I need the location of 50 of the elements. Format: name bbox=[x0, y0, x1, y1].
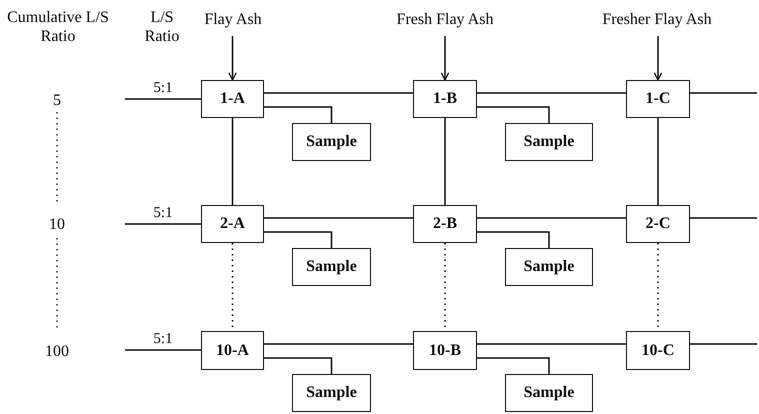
arrow bbox=[654, 36, 662, 81]
connector-line bbox=[477, 343, 626, 345]
connector-line bbox=[264, 106, 332, 123]
sample-box: Sample bbox=[505, 123, 593, 161]
sample-box: Sample bbox=[292, 123, 371, 161]
edge-label: 5:1 bbox=[153, 332, 173, 347]
input-label: Fresher Flay Ash bbox=[596, 8, 718, 32]
connector-line bbox=[477, 357, 550, 374]
connector-line bbox=[232, 118, 234, 205]
connector-line bbox=[477, 106, 550, 123]
connector-line bbox=[690, 92, 757, 94]
process-box: 10-A bbox=[201, 331, 264, 370]
connector-line bbox=[477, 217, 626, 219]
edge-label: 5:1 bbox=[153, 81, 173, 96]
sample-box: Sample bbox=[505, 248, 593, 286]
connector-line bbox=[264, 357, 332, 374]
sample-box: Sample bbox=[292, 248, 371, 286]
connector-line bbox=[125, 223, 201, 225]
connector-line bbox=[264, 92, 413, 94]
process-box: 10-B bbox=[413, 331, 477, 370]
process-box: 2-B bbox=[413, 205, 477, 243]
connector-line bbox=[444, 118, 446, 205]
ratio-value: 100 bbox=[44, 342, 70, 361]
arrow bbox=[440, 36, 450, 81]
connector-line bbox=[690, 217, 757, 219]
connector-line bbox=[657, 118, 659, 205]
process-box: 1-B bbox=[413, 80, 477, 118]
axis-heading: Cumulative L/S Ratio bbox=[6, 8, 110, 46]
sample-box: Sample bbox=[505, 374, 593, 412]
process-box: 2-A bbox=[201, 205, 264, 243]
process-box: 1-C bbox=[626, 80, 690, 118]
process-box: 1-A bbox=[201, 80, 264, 118]
ratio-value: 5 bbox=[52, 91, 62, 110]
connector-line bbox=[264, 217, 413, 219]
sample-box: Sample bbox=[292, 374, 371, 412]
ratio-value: 10 bbox=[48, 215, 66, 234]
connector-line bbox=[125, 349, 201, 351]
connector-line bbox=[125, 98, 201, 100]
input-label: Flay Ash bbox=[195, 8, 271, 32]
connector-line bbox=[264, 231, 332, 248]
input-label: Fresh Flay Ash bbox=[397, 8, 493, 32]
process-box: 2-C bbox=[626, 205, 690, 243]
axis-heading: L/S Ratio bbox=[144, 8, 180, 46]
connector-line bbox=[477, 92, 626, 94]
connector-line bbox=[264, 343, 413, 345]
edge-label: 5:1 bbox=[153, 206, 173, 221]
process-box: 10-C bbox=[626, 331, 690, 370]
connector-line bbox=[477, 231, 550, 248]
connector-line bbox=[690, 343, 757, 345]
arrow bbox=[228, 36, 237, 81]
